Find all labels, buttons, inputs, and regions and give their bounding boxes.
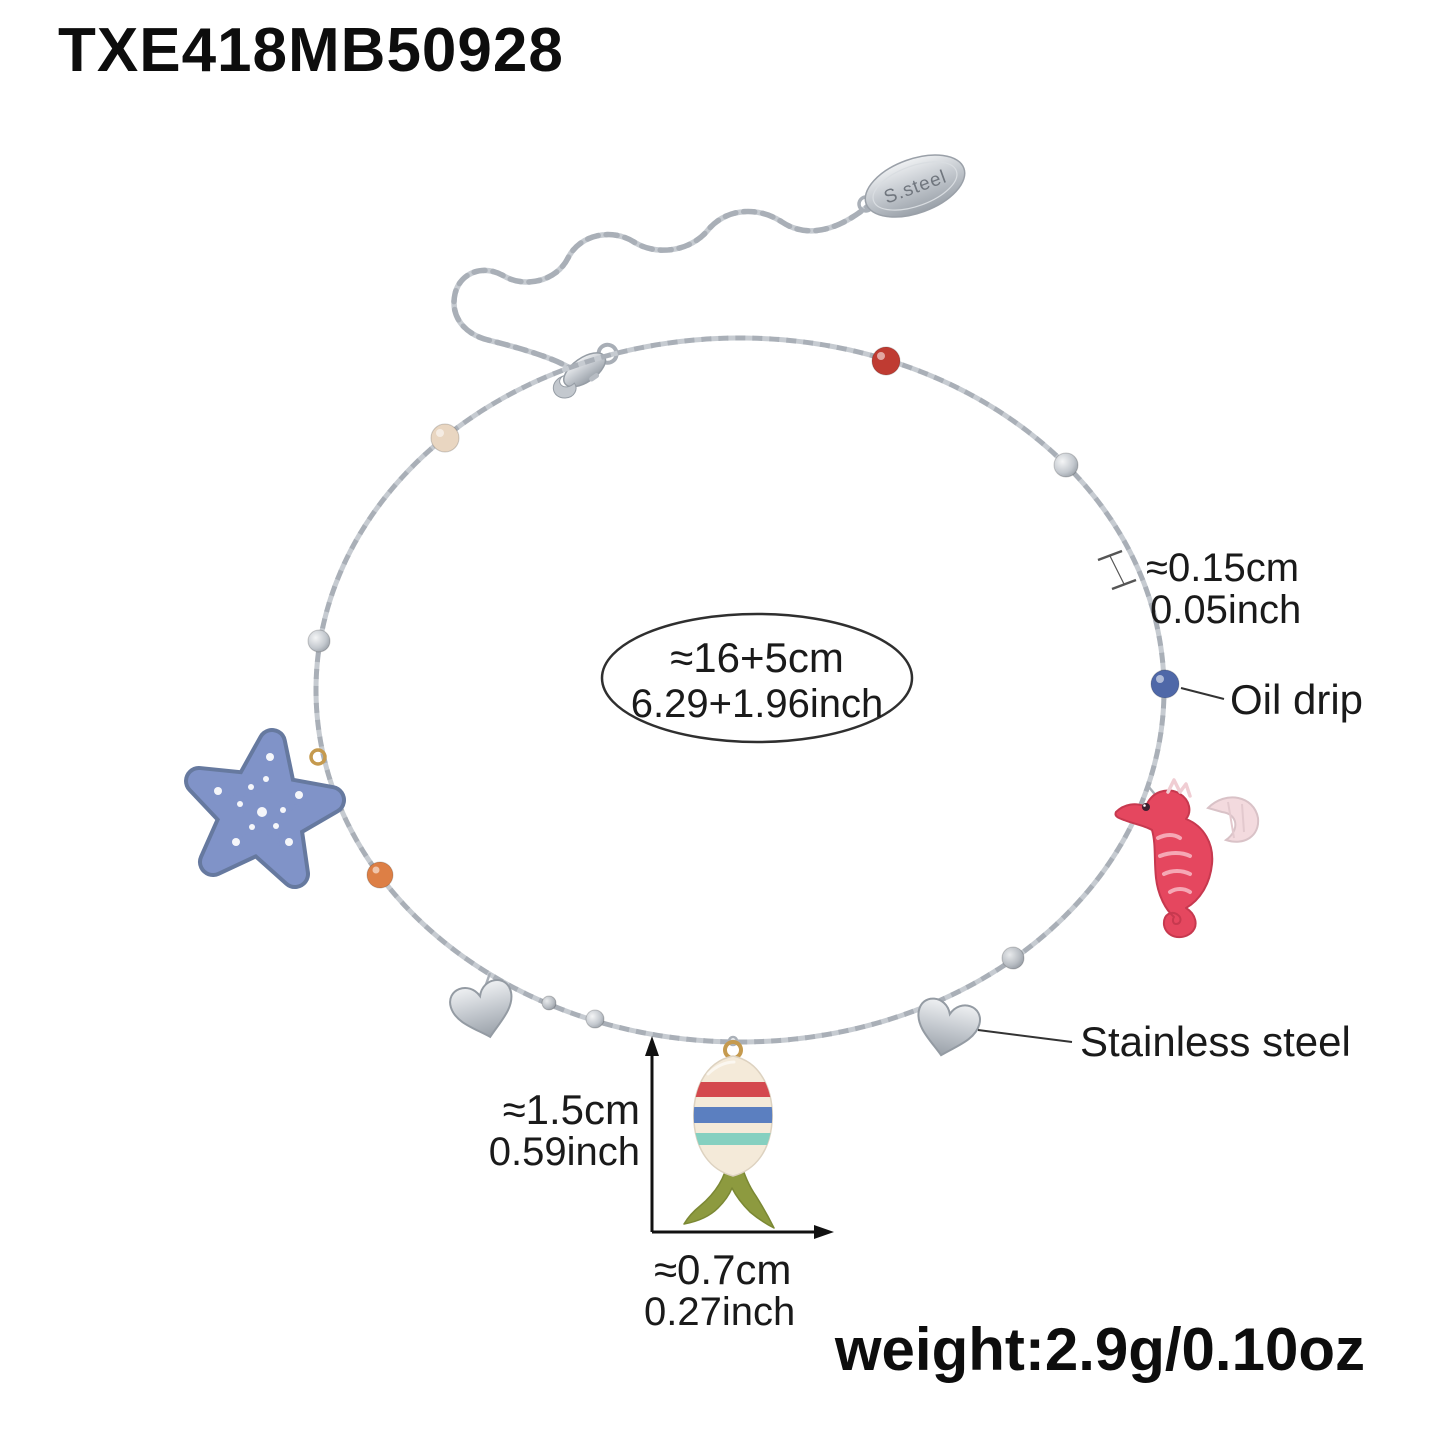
seahorse-eye	[1142, 803, 1150, 811]
bead-gray	[1001, 946, 1025, 970]
beads	[307, 346, 1180, 1029]
fish-width-arrow	[652, 1225, 834, 1239]
bead-silver-left	[307, 629, 331, 653]
fish-charm	[683, 1055, 775, 1229]
bead-silver-right	[1053, 452, 1079, 478]
fish-width-cm-label: ≈0.7cm	[654, 1246, 792, 1293]
size-label-cm: ≈16+5cm	[670, 634, 844, 681]
fish-height-cm-label: ≈1.5cm	[502, 1086, 640, 1133]
bead-blue-oil-drip	[1150, 669, 1180, 699]
seahorse-ridges	[1156, 833, 1192, 894]
seahorse-body	[1114, 789, 1214, 939]
bead-red	[871, 346, 901, 376]
heart-charm-left	[446, 975, 522, 1046]
thickness-tick	[1097, 549, 1137, 591]
chain-thickness-inch: 0.05inch	[1150, 588, 1302, 632]
bead-beige	[430, 423, 460, 453]
fish-stripe-red	[693, 1082, 773, 1097]
size-label-inch: 6.29+1.96inch	[630, 682, 884, 726]
stainless-steel-leader	[977, 1029, 1073, 1043]
seahorse-fin	[1206, 796, 1260, 843]
fish-height-arrow	[645, 1036, 659, 1232]
oil-drip-label: Oil drip	[1230, 676, 1364, 723]
fish-stripe-blue	[693, 1107, 773, 1123]
size-oval	[600, 612, 914, 744]
fish-tail	[683, 1159, 775, 1229]
seahorse-coronet	[1166, 778, 1192, 798]
fish-stripe-teal	[693, 1133, 773, 1145]
stainless-steel-label: Stainless steel	[1080, 1018, 1351, 1065]
bead-silver-bottom-b	[541, 995, 557, 1011]
weight-label: weight:2.9g/0.10oz	[834, 1316, 1365, 1383]
extension-chain	[451, 203, 871, 371]
oil-drip-leader	[1180, 687, 1225, 700]
bead-silver-bottom-a	[585, 1009, 605, 1029]
product-sku: TXE418MB50928	[58, 16, 564, 85]
seahorse-charm	[1114, 778, 1260, 939]
chain-thickness-cm: ≈0.15cm	[1146, 546, 1300, 590]
s-steel-tag: S.steel	[864, 154, 966, 218]
bead-orange	[366, 861, 394, 889]
starfish-jumpring	[309, 748, 327, 766]
starfish-charm	[184, 728, 346, 889]
heart-charm-right	[909, 994, 984, 1063]
fish-width-inch-label: 0.27inch	[644, 1290, 796, 1334]
starfish-dots	[214, 753, 303, 846]
fish-height-inch-label: 0.59inch	[488, 1130, 640, 1174]
